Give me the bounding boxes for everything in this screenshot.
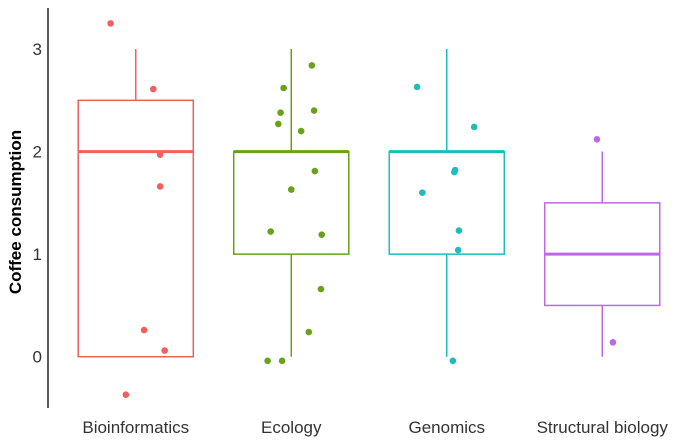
data-point [280,84,287,92]
y-axis-title: Coffee consumption [6,130,25,294]
data-point [311,167,319,175]
x-tick-label: Ecology [261,418,322,437]
box-ecology [232,49,350,357]
points [107,20,617,398]
data-point [609,339,617,346]
box-genomics [388,49,506,357]
iqr-box [77,99,195,358]
data-point [107,20,114,27]
x-tick-label: Structural biology [537,418,669,437]
y-ticks: 0 1 2 3 [33,40,42,367]
data-point [451,168,458,176]
data-point [278,357,286,365]
data-point [297,127,305,135]
box-bioinformatics [77,49,195,358]
data-point [593,135,601,143]
data-point [161,347,169,354]
y-tick-label: 3 [33,40,42,59]
data-point [274,120,282,128]
data-point [267,228,274,235]
data-point [149,85,157,93]
data-point [277,109,284,116]
iqr-box [388,150,506,255]
data-point [140,326,148,334]
data-point [455,227,463,234]
x-ticks: Bioinformatics Ecology Genomics Structural … [82,418,668,437]
data-point [317,285,325,293]
boxes [77,49,661,358]
data-point [305,328,313,336]
data-point [287,186,295,193]
data-point [470,123,478,131]
data-point [454,246,462,254]
data-point [419,189,426,196]
y-tick-label: 2 [33,143,42,162]
data-point [156,151,164,158]
data-point [122,391,130,398]
data-point [156,183,164,190]
data-point [310,107,318,114]
data-point [318,231,326,238]
data-point [413,83,421,91]
x-tick-label: Genomics [408,418,485,437]
x-tick-label: Bioinformatics [82,418,189,437]
iqr-box [232,150,350,255]
box-structural-biology [543,151,661,357]
y-tick-label: 1 [33,245,42,264]
data-point [264,357,271,365]
y-tick-label: 0 [33,348,42,367]
data-point [308,62,316,69]
data-point [449,357,457,365]
